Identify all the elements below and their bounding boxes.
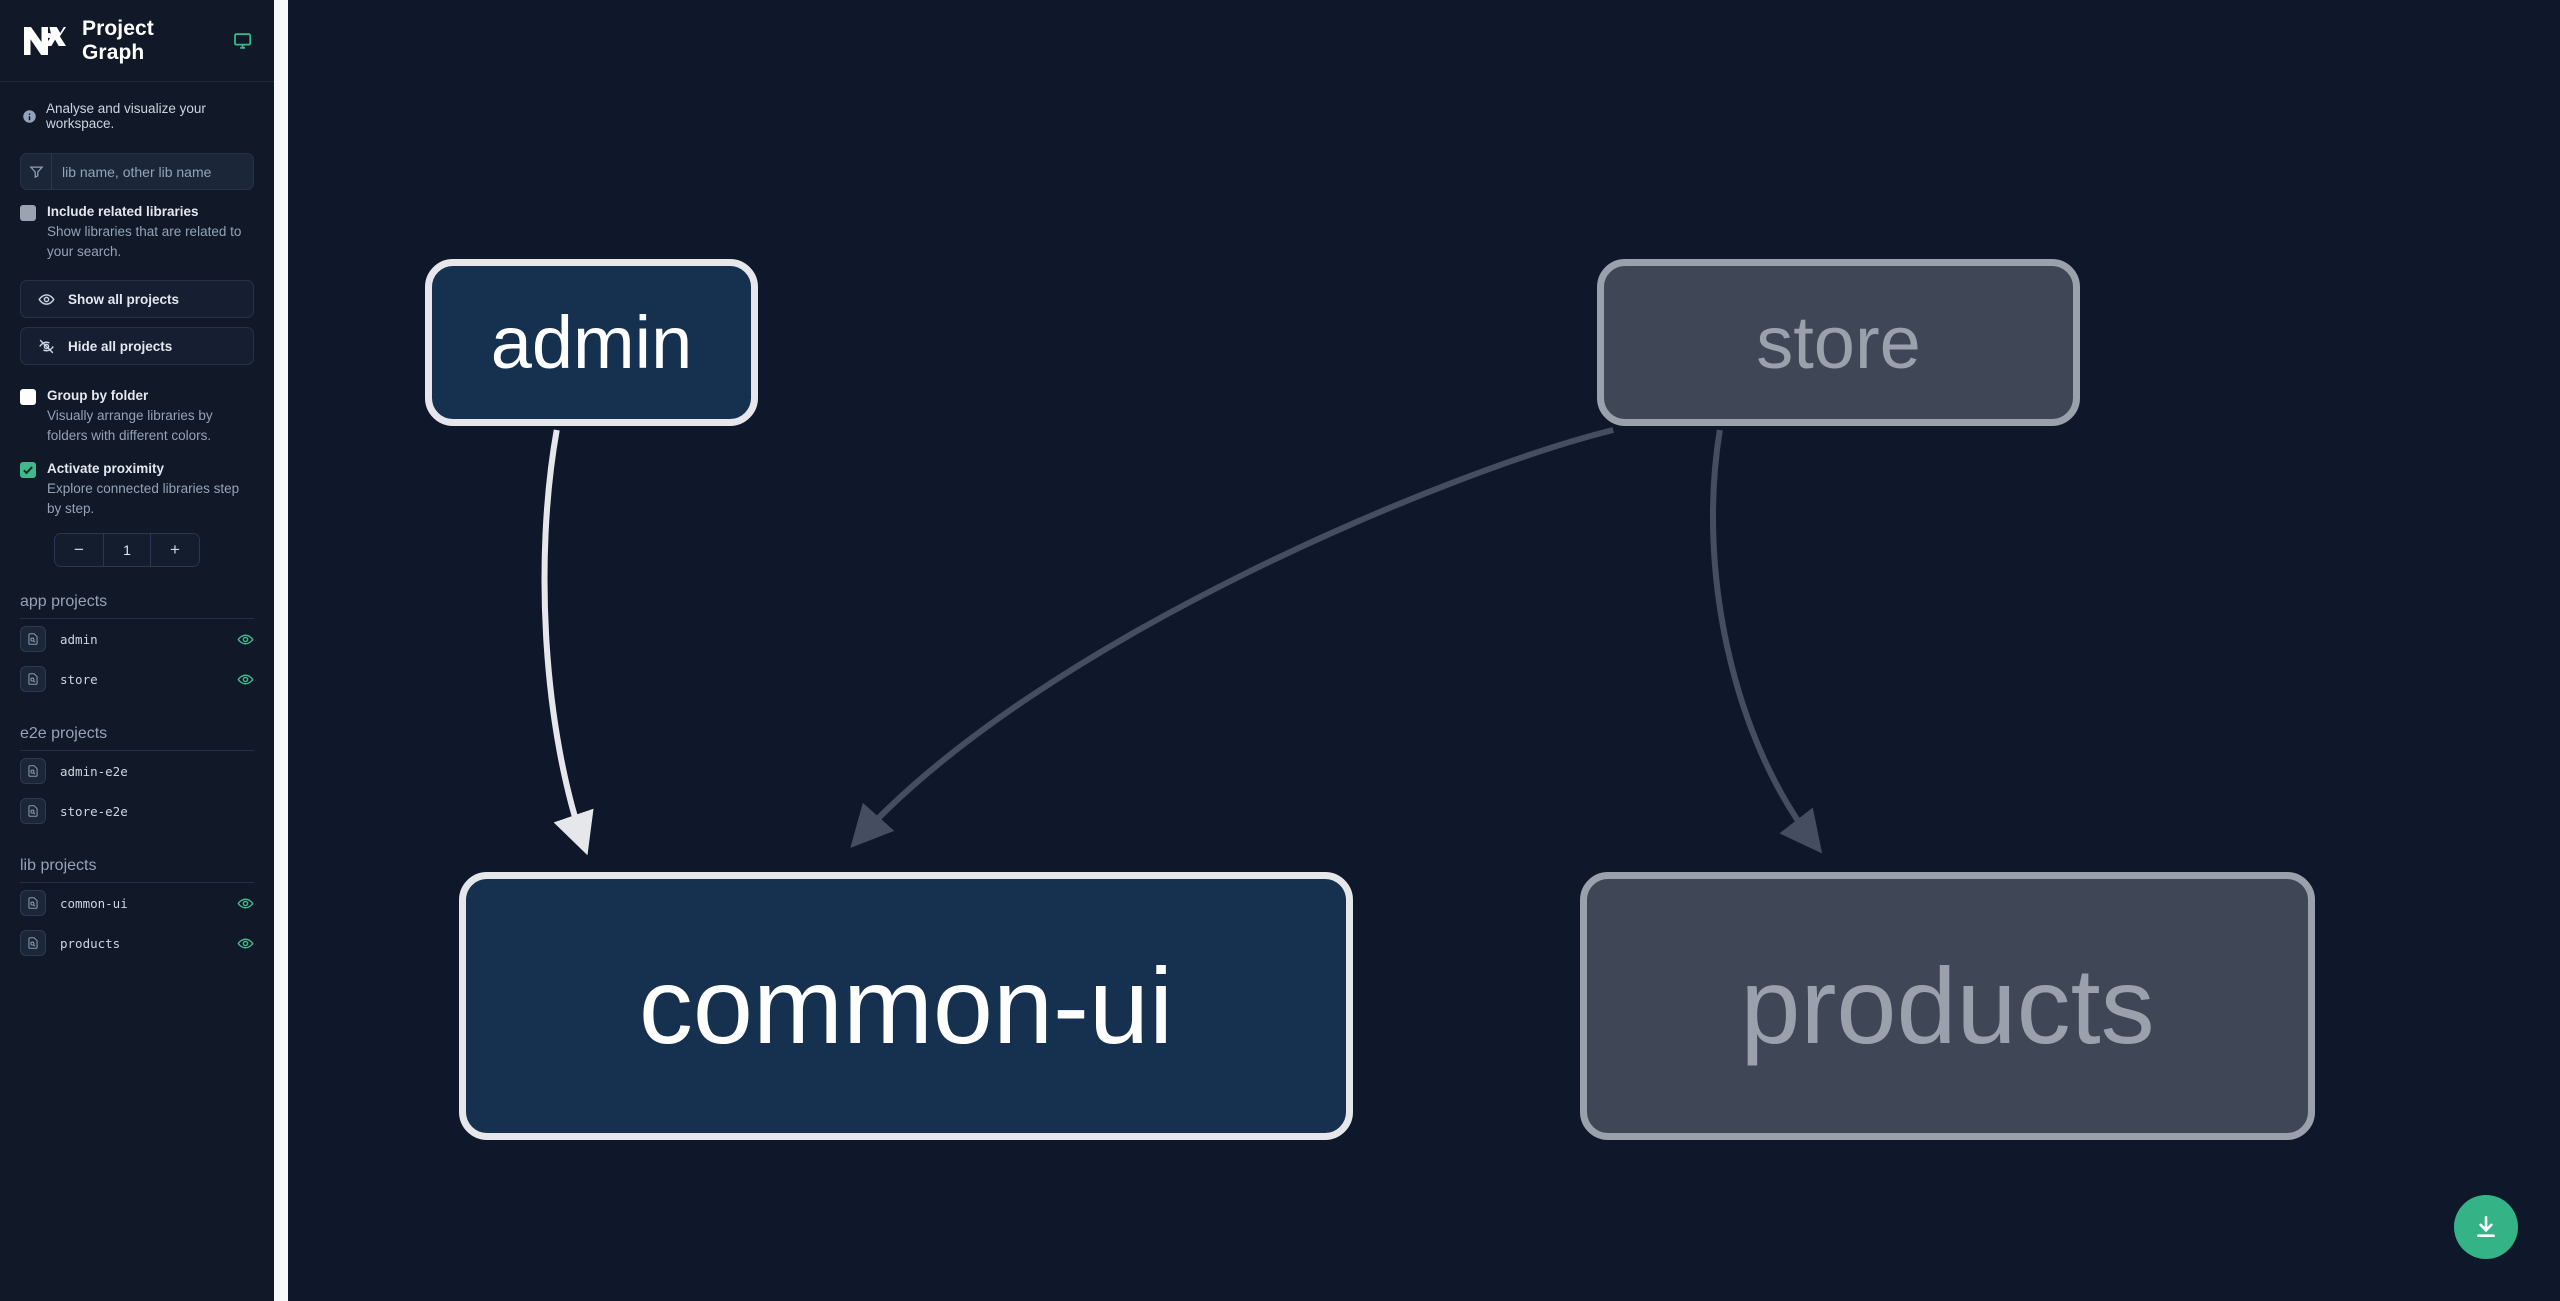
nx-logo-icon	[24, 26, 66, 55]
project-name: products	[60, 935, 121, 951]
project-visible-eye-icon[interactable]	[237, 631, 254, 648]
proximity-increment-button[interactable]: +	[151, 534, 199, 566]
sidebar-header: Project Graph	[0, 0, 274, 82]
proximity-decrement-button[interactable]: −	[55, 534, 103, 566]
eye-off-icon	[39, 339, 54, 353]
project-group-title: lib projects	[20, 857, 254, 883]
project-visible-eye-icon[interactable]	[237, 895, 254, 912]
project-group: e2e projects admin-e2e store-e2e	[0, 725, 274, 831]
activate-proximity-description: Explore connected libraries step by step…	[47, 481, 240, 516]
graph-node-common-ui[interactable]: common-ui	[459, 872, 1353, 1140]
check-icon	[23, 466, 33, 475]
graph-node-admin[interactable]: admin	[425, 259, 758, 426]
include-related-checkbox[interactable]	[20, 205, 36, 221]
proximity-value: 1	[103, 534, 151, 566]
proximity-stepper: − 1 +	[0, 533, 254, 567]
edge-store-to-products	[1710, 429, 1823, 854]
project-icon-chip	[20, 890, 46, 916]
project-group: lib projects common-ui products	[0, 857, 274, 963]
project-name: common-ui	[60, 895, 128, 911]
info-icon	[23, 109, 36, 123]
graph-node-label: products	[1740, 945, 2155, 1066]
graph-canvas[interactable]: admin store common-ui products	[274, 0, 2560, 1301]
page-title: Project Graph	[82, 16, 154, 64]
monitor-icon[interactable]	[233, 31, 252, 51]
project-list-item[interactable]: common-ui	[20, 883, 254, 923]
graph-node-label: common-ui	[638, 945, 1174, 1066]
project-group: app projects admin store	[0, 593, 274, 699]
project-group-title: e2e projects	[20, 725, 254, 751]
project-name: admin-e2e	[60, 763, 128, 779]
project-name: store	[60, 671, 98, 687]
project-name: admin	[60, 631, 98, 647]
project-file-icon	[28, 937, 38, 949]
hide-all-projects-button[interactable]: Hide all projects	[20, 327, 254, 365]
download-graph-button[interactable]	[2454, 1195, 2518, 1259]
project-file-icon	[28, 673, 38, 685]
sidebar: Project Graph Analyse and visualize your…	[0, 0, 274, 1301]
show-all-projects-label: Show all projects	[68, 291, 180, 307]
graph-node-store[interactable]: store	[1597, 259, 2080, 426]
edge-store-to-common-ui	[850, 427, 1614, 849]
graph-node-label: store	[1756, 300, 1921, 384]
show-all-projects-button[interactable]: Show all projects	[20, 280, 254, 318]
group-by-folder-option[interactable]: Group by folder Visually arrange librari…	[0, 365, 274, 446]
project-list-item[interactable]: store-e2e	[20, 791, 254, 831]
tagline-text: Analyse and visualize your workspace.	[46, 101, 206, 131]
sidebar-resize-handle[interactable]	[274, 0, 288, 1301]
project-visible-eye-icon[interactable]	[237, 935, 254, 952]
project-icon-chip	[20, 798, 46, 824]
include-related-label: Include related libraries	[47, 204, 199, 219]
project-list-item[interactable]: admin-e2e	[20, 751, 254, 791]
eye-icon	[38, 293, 55, 305]
project-list-item[interactable]: admin	[20, 619, 254, 659]
project-icon-chip	[20, 930, 46, 956]
project-visible-eye-icon[interactable]	[237, 671, 254, 688]
search-filter	[20, 153, 254, 190]
download-icon	[2477, 1215, 2495, 1237]
include-related-option[interactable]: Include related libraries Show libraries…	[0, 190, 274, 262]
visibility-buttons: Show all projects Hide all projects	[0, 262, 274, 365]
project-list-item[interactable]: store	[20, 659, 254, 699]
project-groups: app projects admin store e2e projects admin-…	[0, 593, 274, 963]
edge-admin-to-common-ui	[541, 429, 594, 856]
graph-edges	[541, 427, 1823, 856]
tagline-row: Analyse and visualize your workspace.	[0, 82, 274, 143]
project-name: store-e2e	[60, 803, 128, 819]
graph-node-products[interactable]: products	[1580, 872, 2315, 1140]
project-icon-chip	[20, 626, 46, 652]
graph-node-label: admin	[490, 300, 693, 384]
project-file-icon	[28, 805, 38, 817]
project-group-title: app projects	[20, 593, 254, 619]
funnel-icon-box	[21, 154, 52, 189]
hide-all-projects-label: Hide all projects	[68, 338, 173, 354]
project-file-icon	[28, 765, 38, 777]
search-input[interactable]	[52, 154, 253, 189]
project-file-icon	[28, 633, 38, 645]
group-by-folder-description: Visually arrange libraries by folders wi…	[47, 408, 213, 443]
activate-proximity-label: Activate proximity	[47, 461, 165, 476]
project-icon-chip	[20, 666, 46, 692]
funnel-icon	[28, 166, 44, 179]
activate-proximity-checkbox[interactable]	[20, 462, 36, 478]
group-by-folder-label: Group by folder	[47, 388, 149, 403]
include-related-description: Show libraries that are related to your …	[47, 224, 242, 259]
group-by-folder-checkbox[interactable]	[20, 389, 36, 405]
activate-proximity-option[interactable]: Activate proximity Explore connected lib…	[0, 446, 274, 519]
project-icon-chip	[20, 758, 46, 784]
project-file-icon	[28, 897, 38, 909]
project-list-item[interactable]: products	[20, 923, 254, 963]
